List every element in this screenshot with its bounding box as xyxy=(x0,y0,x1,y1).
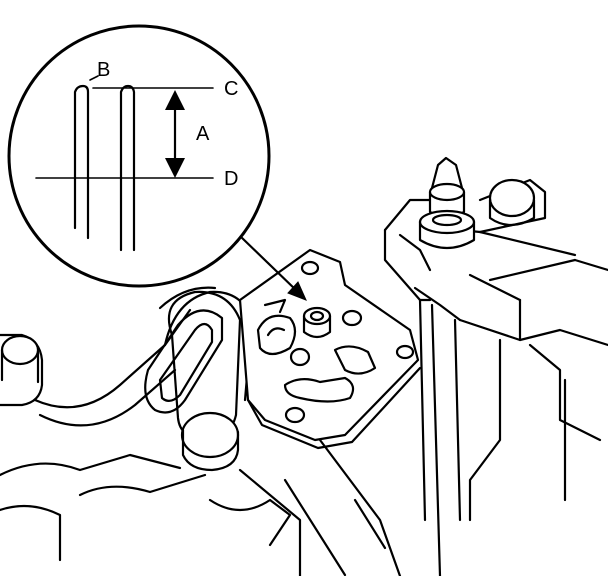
label-b: B xyxy=(97,59,110,81)
shift-link xyxy=(144,290,242,472)
valve-body-plate xyxy=(238,248,422,450)
right-housing xyxy=(383,156,608,576)
detail-view xyxy=(7,24,271,288)
lower-housing xyxy=(0,438,402,576)
assembly-drawing xyxy=(0,156,608,576)
label-d: D xyxy=(224,168,238,190)
left-stub xyxy=(0,333,44,407)
label-c: C xyxy=(224,78,238,100)
leader-arrow xyxy=(238,234,307,301)
pin xyxy=(302,306,332,339)
lever-arm xyxy=(33,286,254,427)
label-a: A xyxy=(196,123,210,145)
